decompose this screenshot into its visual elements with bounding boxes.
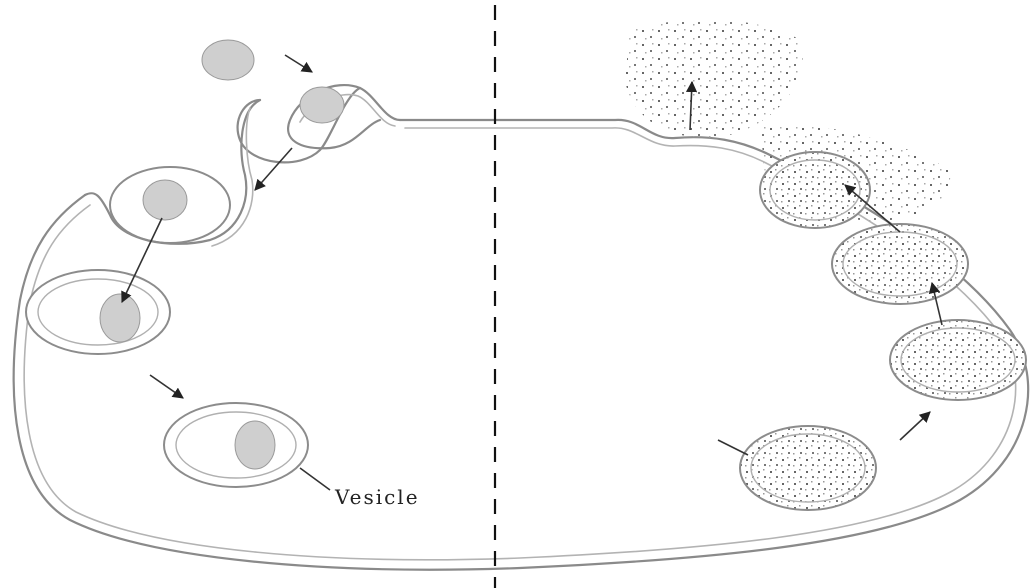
arrow-1	[285, 55, 312, 72]
exocytic-vesicle-3	[740, 426, 876, 510]
exocytic-vesicle-1	[832, 224, 968, 304]
exocytic-vesicle-2	[890, 320, 1026, 400]
arrow-4	[150, 375, 183, 398]
arrow-8	[900, 412, 930, 440]
endocytic-vesicle-2	[164, 403, 308, 487]
arrow-2	[255, 148, 292, 190]
vesicle-pointer-line	[300, 468, 330, 490]
exocytic-vesicle-fusing	[760, 152, 870, 228]
vesicle-label: Vesicle	[334, 485, 420, 509]
endocytosis-pocket	[85, 40, 400, 246]
endocytic-vesicle-1	[26, 270, 170, 354]
vesicle-pointer-line-right	[718, 440, 748, 455]
